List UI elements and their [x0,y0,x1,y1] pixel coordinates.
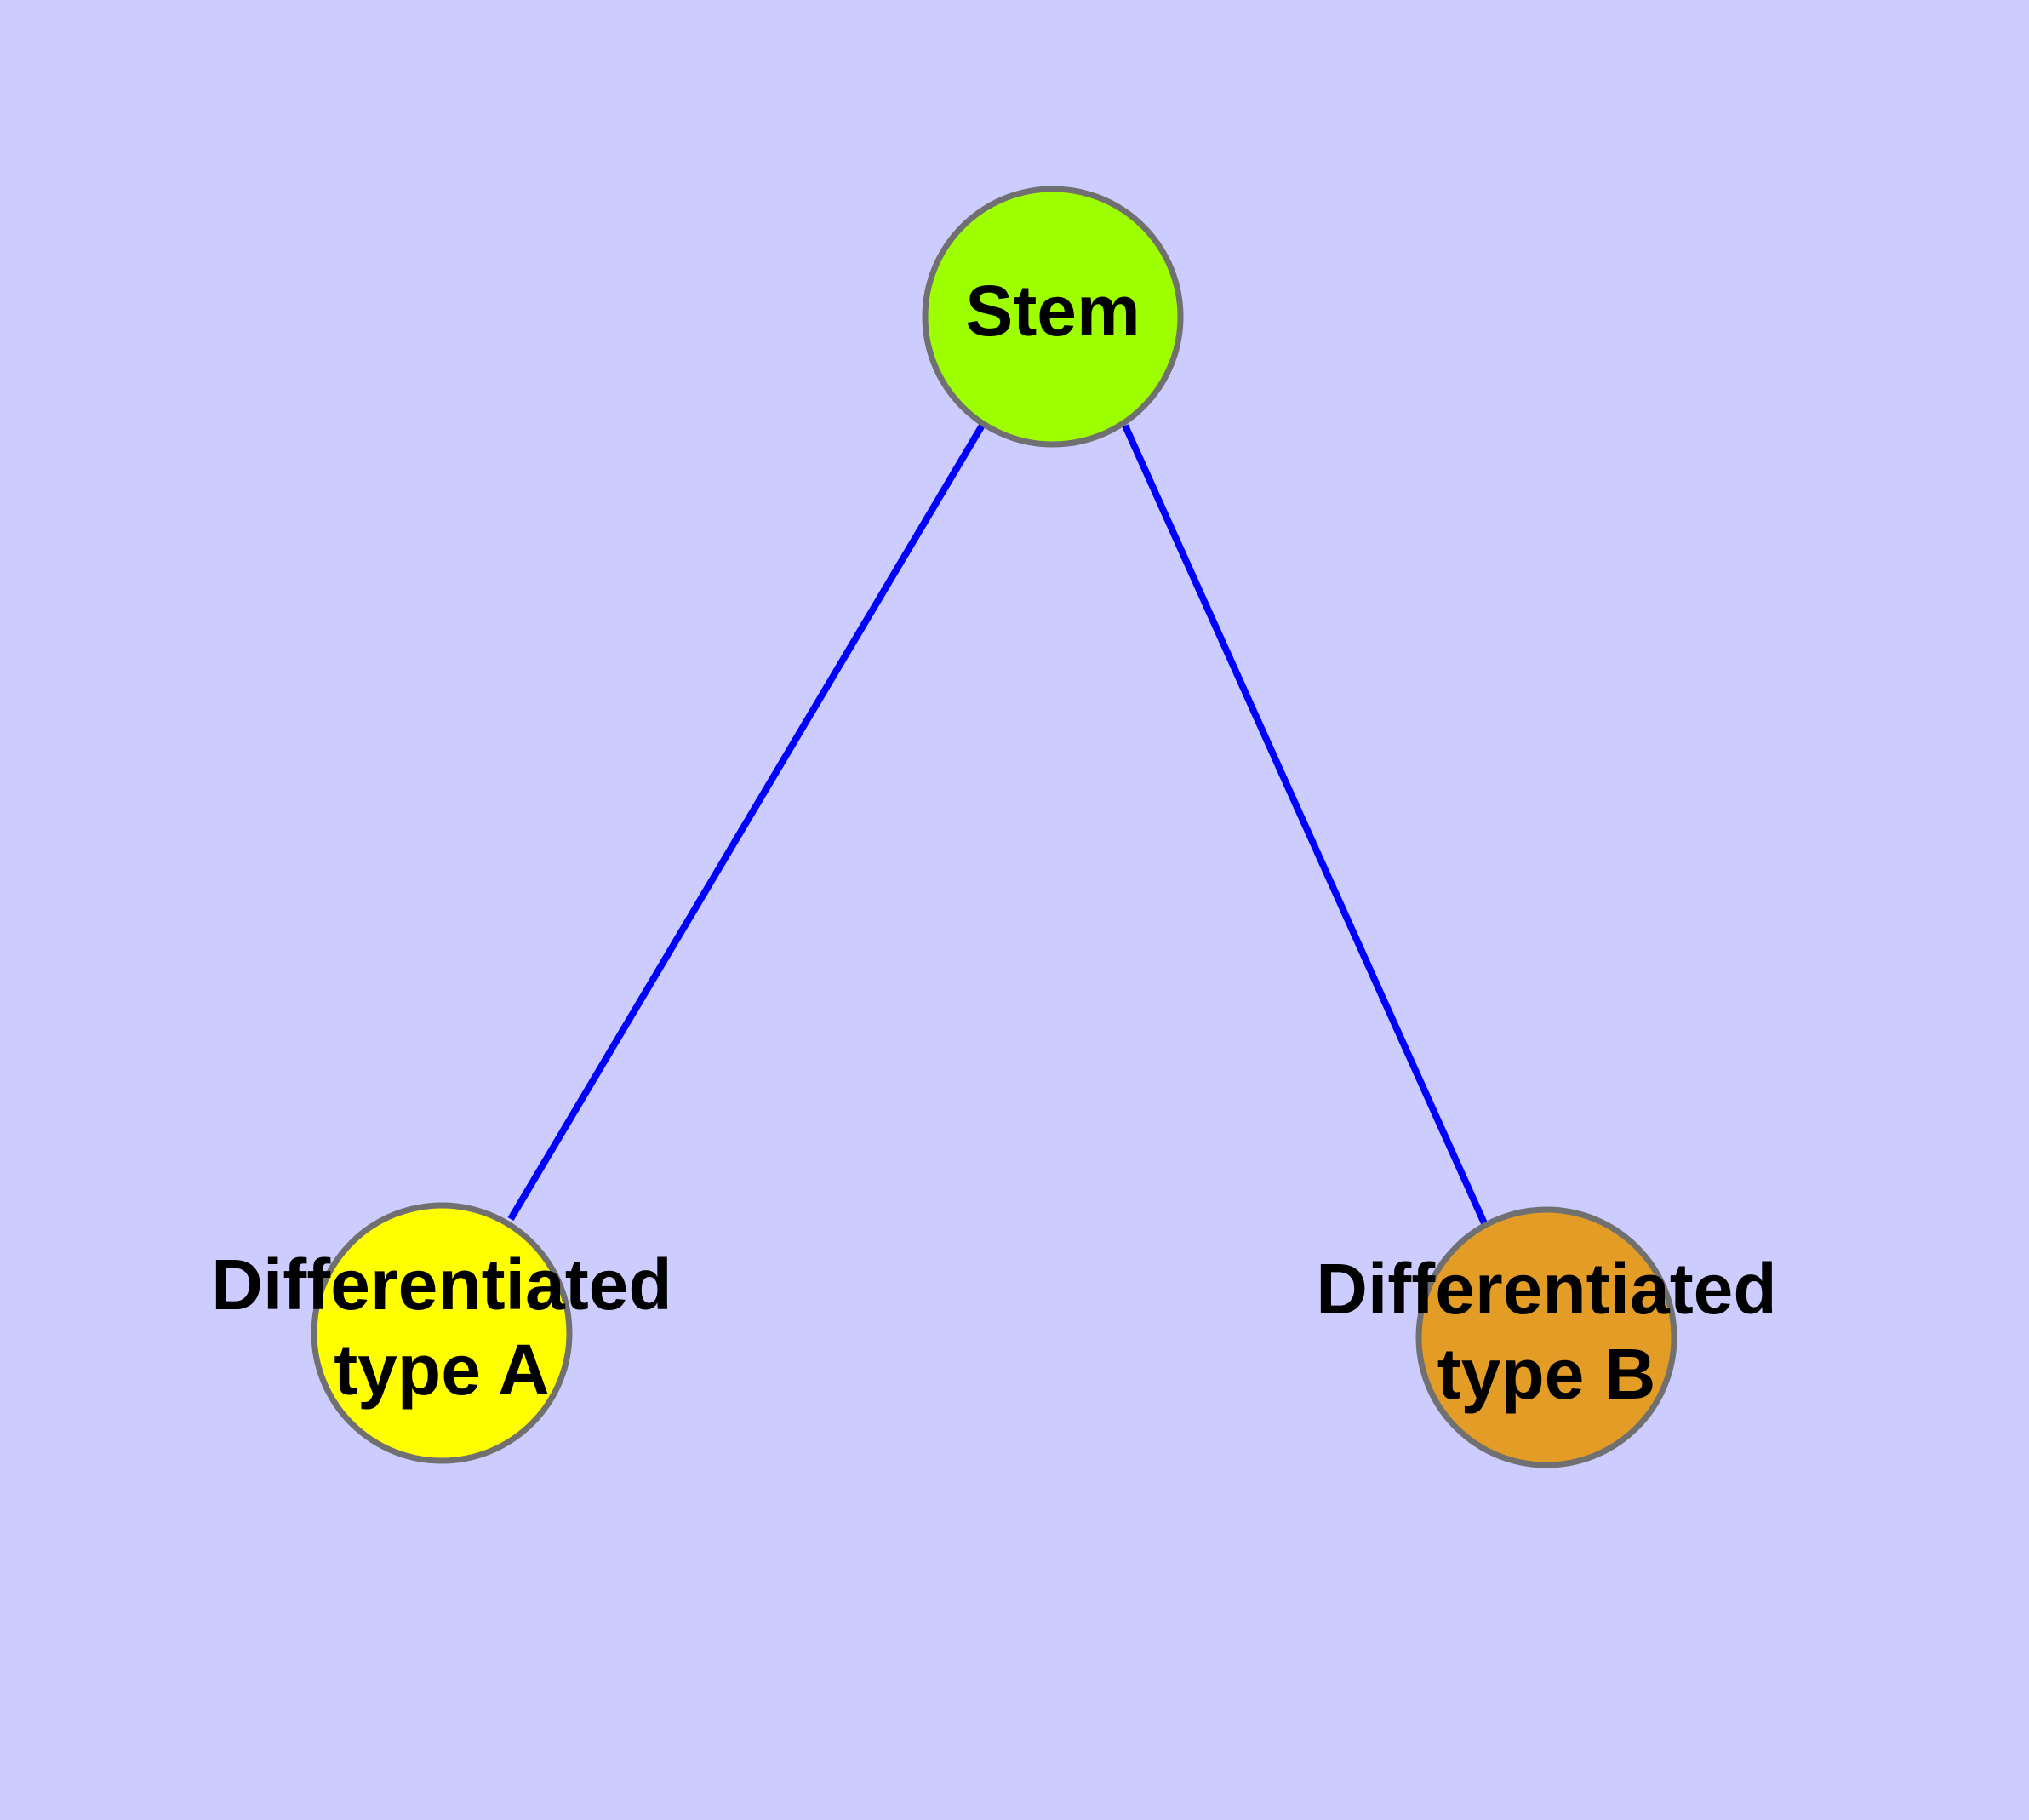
node-stem[interactable] [922,186,1184,448]
node-layer [311,186,1677,1468]
label-layer: Stem Differentiated type A Differentiate… [211,271,1776,1414]
node-differentiated-type-a[interactable] [311,1202,573,1464]
edge-stem-to-differentiated-type-b[interactable] [1122,424,1488,1225]
differentiated-type-b-label-line-2: type B [1437,1334,1656,1414]
edge-stem-to-differentiated-type-a[interactable] [507,421,986,1222]
differentiated-type-a-label-line-2: type A [334,1330,550,1410]
stem-node-label: Stem [965,271,1140,351]
differentiated-type-b-node-circle[interactable] [1415,1206,1677,1468]
differentiated-type-b-label-line-1: Differentiated [1316,1249,1776,1329]
differentiated-type-a-node-circle[interactable] [311,1202,573,1464]
edge-layer [507,421,1488,1225]
node-differentiated-type-b[interactable] [1415,1206,1677,1468]
stem-node-circle[interactable] [922,186,1184,448]
differentiated-type-a-label-line-1: Differentiated [211,1245,672,1325]
